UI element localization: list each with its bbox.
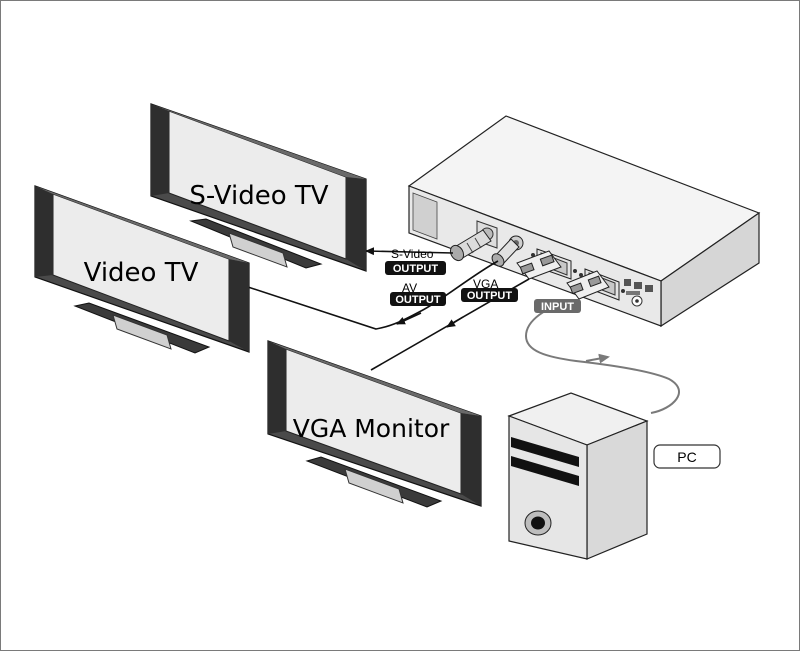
av-output-badge: OUTPUT [395,294,441,306]
svideo-plug [449,229,492,262]
vga-monitor: VGA Monitor [267,340,482,508]
av-cable-arrow [396,312,422,325]
svideo-tv-label: S-Video TV [189,181,328,211]
input-cable-arrow [585,353,610,364]
input-cable [524,300,680,414]
svideo-output-badge: OUTPUT [393,263,439,275]
vga-port-name: VGA [473,277,498,291]
pc-label: PC [653,444,721,469]
av-port-name: AV [402,281,417,295]
svideo-port-name: S-Video [391,247,434,261]
svideo-output-label: S-Video OUTPUT [385,247,446,275]
svideo-cable [365,247,454,256]
vga-output-badge: OUTPUT [467,290,513,302]
vga-output-label: VGA OUTPUT [461,277,518,302]
vga-monitor-label: VGA Monitor [293,414,450,443]
input-badge: INPUT [541,301,574,313]
vga-input-plug [566,270,610,300]
pc-label-text: PC [677,449,696,465]
video-tv-label: Video TV [84,258,199,288]
vga-plug [516,250,562,280]
input-label: INPUT [534,299,581,313]
regulatory-marks-icon [624,279,653,307]
svideo-tv: S-Video TV [150,103,367,272]
av-cable [247,260,499,330]
vga-cable-arrow [446,316,464,328]
av-output-label: AV OUTPUT [390,281,446,306]
av-rca-plug [491,235,524,267]
pc-tower [507,392,649,560]
video-tv: Video TV [34,185,250,354]
